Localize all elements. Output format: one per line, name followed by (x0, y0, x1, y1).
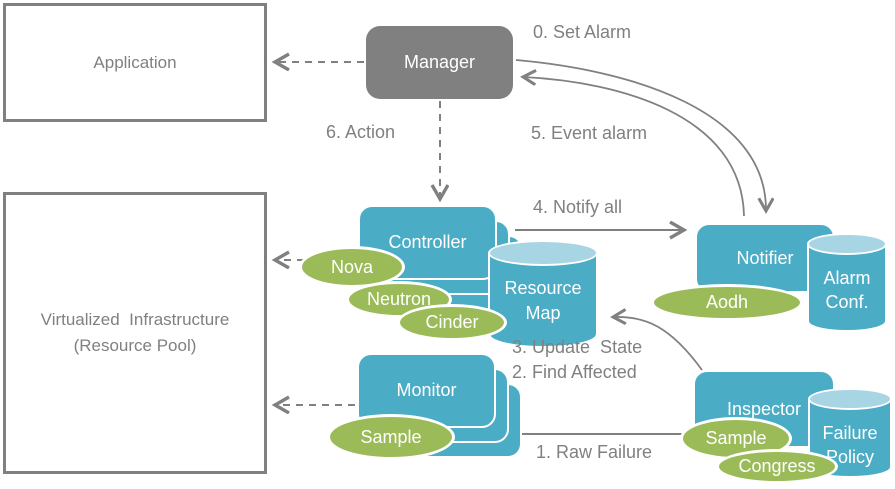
virtualized-infrastructure-box: Virtualized Infrastructure (Resource Poo… (3, 192, 267, 474)
aodh-label: Aodh (705, 292, 749, 312)
monitor-label: Monitor (396, 380, 457, 400)
resource-map-cylinder-body (488, 253, 598, 348)
cinder-ellipse: Cinder (397, 304, 507, 341)
notifier-label: Notifier (736, 247, 794, 268)
resource-map-line1: Resource (504, 278, 582, 298)
resource-map-cylinder-cap (488, 240, 598, 266)
label-step1: 1. Raw Failure (536, 442, 653, 462)
manager-label: Manager (403, 52, 476, 72)
label-step4: 4. Notify all (533, 197, 623, 217)
label-step5: 5. Event alarm (531, 123, 648, 143)
alarm-conf-label: Alarm Conf. (807, 266, 887, 314)
label-step0: 0. Set Alarm (533, 22, 632, 42)
virtualized-infrastructure-line2: (Resource Pool) (73, 336, 197, 355)
alarm-conf-line1: Alarm (823, 268, 871, 288)
failure-policy-line2: Policy (825, 447, 874, 467)
congress-ellipse: Congress (716, 449, 838, 484)
monitor-sample-ellipse: Sample (327, 414, 455, 460)
virtualized-infrastructure-line1: Virtualized Infrastructure (40, 310, 230, 329)
resource-map-cylinder: Resource Map (488, 240, 598, 348)
alarm-conf-cylinder-cap (807, 233, 887, 255)
resource-map-label: Resource Map (488, 276, 598, 326)
failure-policy-line1: Failure (822, 423, 878, 443)
nova-label: Nova (330, 256, 374, 277)
inspector-sample-ellipse: Sample (680, 417, 792, 460)
label-step2: 2. Find Affected (512, 362, 637, 382)
aodh-ellipse: Aodh (651, 284, 803, 321)
controller-label: Controller (388, 232, 467, 252)
congress-label: Congress (738, 456, 816, 476)
controller-box: Controller (358, 205, 497, 280)
alarm-conf-cylinder: Alarm Conf. (807, 233, 887, 332)
alarm-conf-line2: Conf. (825, 292, 869, 312)
label-step6: 6. Action (326, 122, 396, 142)
label-step3: 3. Update State (512, 337, 643, 357)
monitor-sample-label: Sample (360, 426, 422, 447)
failure-policy-label: Failure Policy (808, 421, 892, 469)
inspector-sample-label: Sample (705, 428, 767, 448)
failure-policy-cylinder-cap (808, 388, 892, 410)
alarm-conf-cylinder-body (807, 244, 887, 332)
application-box: Application (3, 3, 267, 122)
resource-map-line2: Map (525, 303, 561, 323)
nova-ellipse: Nova (299, 246, 405, 288)
inspector-label: Inspector (726, 398, 802, 419)
manager-box: Manager (366, 26, 513, 99)
cinder-label: Cinder (425, 312, 479, 332)
neutron-label: Neutron (366, 289, 432, 309)
application-label: Application (93, 52, 177, 72)
virtualized-infrastructure-label: Virtualized Infrastructure (Resource Poo… (41, 307, 230, 359)
